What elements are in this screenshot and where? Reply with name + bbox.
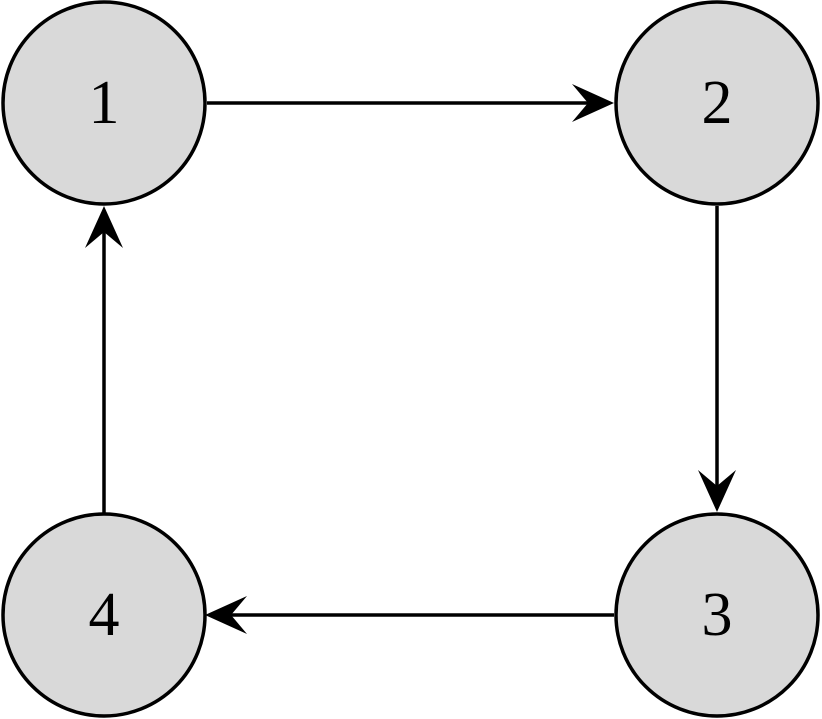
edge-4-to-1 [85,206,123,513]
arrowhead-right-icon [572,84,614,122]
node-1-label: 1 [89,69,120,137]
edge-2-to-3 [698,206,736,512]
node-4-label: 4 [89,581,120,649]
arrowhead-up-icon [85,206,123,248]
node-1: 1 [1,0,207,206]
edge-3-to-4 [205,596,614,634]
node-3-label: 3 [702,581,733,649]
node-3: 3 [614,512,820,718]
node-4: 4 [1,512,207,718]
arrowhead-down-icon [698,470,736,512]
node-2-label: 2 [702,69,733,137]
arrowhead-left-icon [205,596,247,634]
edge-1-to-2 [207,84,614,122]
node-2: 2 [614,0,820,206]
